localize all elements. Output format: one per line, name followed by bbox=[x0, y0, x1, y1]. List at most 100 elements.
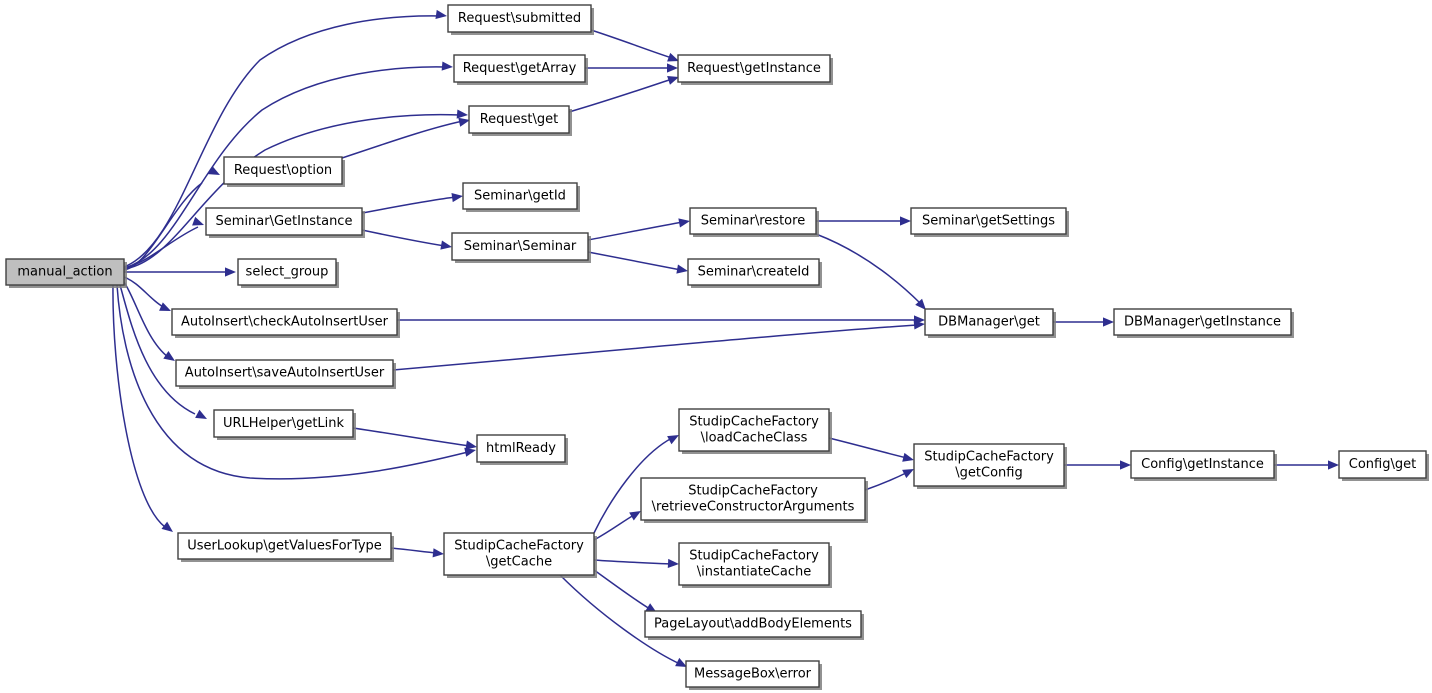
node-box[interactable] bbox=[678, 408, 830, 452]
node-box[interactable] bbox=[237, 258, 337, 286]
graph-edge bbox=[123, 216, 204, 269]
node-box[interactable] bbox=[205, 207, 363, 236]
node-box[interactable] bbox=[468, 105, 570, 134]
graph-edge bbox=[116, 284, 476, 480]
graph-node[interactable]: StudipCacheFactory\getCacheStudipCacheFa… bbox=[443, 532, 597, 578]
arrowhead-icon bbox=[676, 264, 688, 274]
node-box[interactable] bbox=[687, 258, 820, 286]
node-box[interactable] bbox=[924, 308, 1054, 336]
graph-node[interactable]: DBManager\getInstanceDBManager\getInstan… bbox=[1113, 308, 1294, 338]
node-box[interactable] bbox=[677, 54, 831, 83]
arrowhead-icon bbox=[678, 218, 690, 228]
graph-node[interactable]: StudipCacheFactory\loadCacheClassStudipC… bbox=[678, 408, 832, 454]
graph-node[interactable]: StudipCacheFactory\instantiateCacheStudi… bbox=[678, 542, 832, 588]
node-box[interactable] bbox=[171, 308, 398, 336]
graph-edge bbox=[352, 427, 477, 450]
edge-line bbox=[112, 284, 166, 528]
node-box[interactable] bbox=[175, 359, 394, 387]
node-box[interactable] bbox=[1113, 308, 1292, 336]
graph-node[interactable]: AutoInsert\saveAutoInsertUserAutoInsert\… bbox=[175, 359, 396, 389]
arrowhead-icon bbox=[225, 267, 236, 277]
graph-edge bbox=[815, 233, 926, 310]
node-box[interactable] bbox=[443, 532, 595, 576]
graph-node[interactable]: StudipCacheFactory\getConfigStudipCacheF… bbox=[913, 443, 1067, 489]
graph-edge bbox=[585, 63, 678, 73]
arrowhead-icon bbox=[913, 320, 925, 330]
arrowhead-icon bbox=[902, 469, 914, 479]
arrowhead-icon bbox=[667, 435, 679, 445]
edge-layer bbox=[112, 9, 1339, 667]
node-box[interactable] bbox=[447, 4, 592, 33]
edge-line bbox=[123, 182, 203, 271]
graph-edge bbox=[568, 76, 679, 113]
edge-line bbox=[123, 66, 447, 269]
graph-edge bbox=[590, 29, 679, 62]
arrowhead-icon bbox=[456, 109, 468, 119]
graph-edge bbox=[392, 320, 925, 371]
graph-node[interactable]: URLHelper\getLinkURLHelper\getLink bbox=[213, 409, 356, 440]
arrowhead-icon bbox=[195, 409, 207, 419]
node-box[interactable] bbox=[678, 542, 830, 586]
node-box[interactable] bbox=[453, 54, 586, 83]
arrowhead-icon bbox=[667, 63, 678, 73]
graph-node[interactable]: Request\optionRequest\option bbox=[223, 156, 345, 187]
edge-line bbox=[593, 514, 635, 541]
graph-edge bbox=[112, 284, 173, 532]
node-box[interactable] bbox=[476, 434, 566, 463]
arrowhead-icon bbox=[441, 61, 453, 71]
arrowhead-icon bbox=[159, 302, 171, 311]
graph-node[interactable]: Seminar\createIdSeminar\createId bbox=[687, 258, 822, 288]
node-box[interactable] bbox=[910, 207, 1067, 235]
graph-node[interactable]: select_groupselect_group bbox=[237, 258, 339, 288]
graph-node[interactable]: Config\getConfig\get bbox=[1338, 450, 1429, 481]
node-box[interactable] bbox=[1130, 450, 1275, 479]
arrowhead-icon bbox=[675, 657, 687, 667]
graph-node[interactable]: manual_actionmanual_action bbox=[5, 258, 127, 288]
edge-line bbox=[352, 427, 471, 447]
edge-line bbox=[587, 251, 682, 271]
graph-node[interactable]: UserLookup\getValuesForTypeUserLookup\ge… bbox=[177, 532, 394, 562]
graph-node[interactable]: Seminar\SeminarSeminar\Seminar bbox=[451, 232, 591, 263]
arrowhead-icon bbox=[458, 117, 470, 127]
node-box[interactable] bbox=[640, 477, 866, 521]
graph-edge bbox=[593, 569, 657, 613]
node-box[interactable] bbox=[689, 207, 817, 235]
node-box[interactable] bbox=[223, 156, 343, 185]
node-box[interactable] bbox=[213, 409, 354, 438]
node-box[interactable] bbox=[462, 182, 578, 210]
edge-line bbox=[864, 471, 909, 491]
graph-node[interactable]: StudipCacheFactory\retrieveConstructorAr… bbox=[640, 477, 868, 523]
node-box[interactable] bbox=[644, 610, 862, 638]
arrowhead-icon bbox=[208, 165, 220, 175]
graph-edge bbox=[361, 229, 452, 250]
node-box[interactable] bbox=[913, 443, 1065, 487]
graph-node[interactable]: MessageBox\errorMessageBox\error bbox=[685, 660, 822, 690]
edge-line bbox=[828, 437, 908, 459]
arrowhead-icon bbox=[667, 52, 679, 62]
graph-node[interactable]: htmlReadyhtmlReady bbox=[476, 434, 568, 465]
node-box[interactable] bbox=[685, 660, 820, 688]
node-box[interactable] bbox=[177, 532, 392, 560]
edge-line bbox=[116, 284, 469, 480]
arrowhead-icon bbox=[192, 216, 204, 226]
node-box[interactable] bbox=[451, 232, 589, 261]
node-box[interactable] bbox=[1338, 450, 1427, 479]
arrowhead-icon bbox=[629, 511, 641, 521]
edge-line bbox=[361, 229, 446, 247]
graph-node[interactable]: AutoInsert\checkAutoInsertUserAutoInsert… bbox=[171, 308, 400, 338]
node-box-root[interactable] bbox=[5, 258, 125, 286]
graph-edge bbox=[123, 281, 175, 361]
graph-edge bbox=[123, 61, 453, 269]
graph-node[interactable]: PageLayout\addBodyElementsPageLayout\add… bbox=[644, 610, 864, 640]
